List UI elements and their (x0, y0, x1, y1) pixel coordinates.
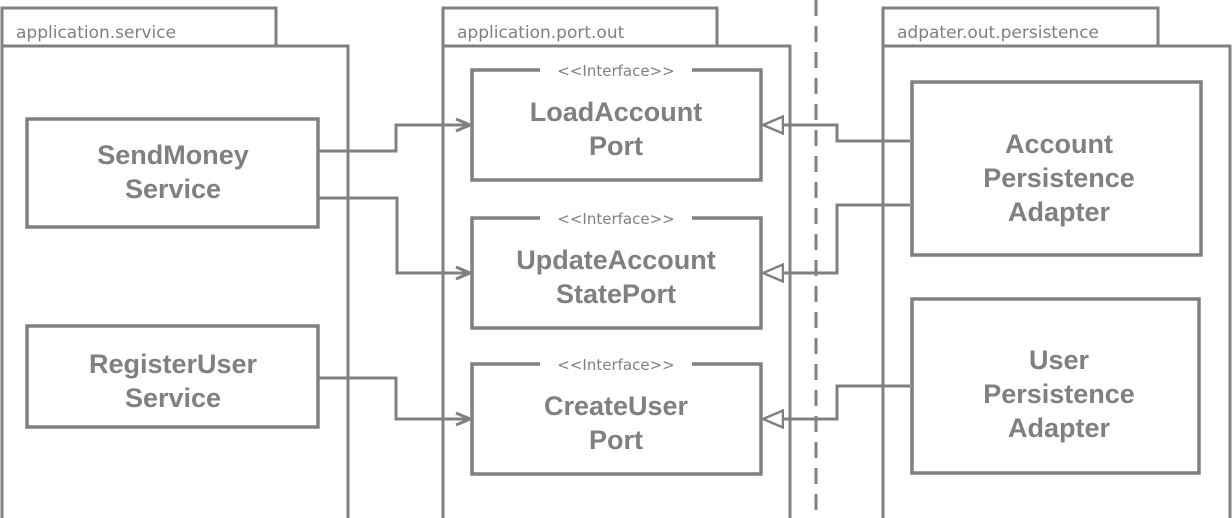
class-name-line2: Persistence (983, 163, 1135, 193)
dependency-arrow-registeruser-to-createuser (318, 376, 470, 419)
dependency-arrow-sendmoney-to-loadaccount (318, 125, 470, 153)
class-box (910, 80, 1203, 257)
realization-arrow-useradapter-to-createuser (763, 384, 910, 419)
interface-name-line1: LoadAccount (530, 97, 703, 127)
class-name-line1: User (1029, 345, 1090, 375)
interface-createuser-port: <<Interface>> CreateUser Port (470, 356, 763, 476)
class-account-persistence-adapter: Account Persistence Adapter (910, 80, 1203, 257)
interface-name-line1: UpdateAccount (516, 245, 716, 275)
class-box (910, 297, 1201, 475)
stereotype-gap (540, 62, 692, 78)
stereotype-gap (540, 210, 692, 226)
realization-arrow-accountadapter-to-loadaccount (763, 125, 910, 143)
stereotype-label: <<Interface>> (557, 210, 674, 228)
class-name-line2: Service (125, 174, 221, 204)
interface-name-line2: StatePort (556, 279, 676, 309)
class-name-line3: Adapter (1008, 413, 1111, 443)
realization-arrow-accountadapter-to-updateaccountstate (763, 203, 910, 273)
package-label-port-out: application.port.out (457, 23, 625, 43)
interface-loadaccount-port: <<Interface>> LoadAccount Port (470, 62, 763, 182)
package-tab (441, 6, 719, 48)
interface-name-line2: Port (589, 425, 643, 455)
stereotype-label: <<Interface>> (557, 62, 674, 80)
class-registeruser-service: RegisterUser Service (25, 324, 320, 429)
package-body (0, 44, 350, 518)
interface-box (470, 362, 763, 476)
interface-name-line1: CreateUser (544, 391, 689, 421)
class-name-line2: Service (125, 383, 221, 413)
class-name-line1: Account (1005, 129, 1113, 159)
class-name-line1: SendMoney (97, 140, 249, 170)
class-box (25, 324, 320, 429)
interface-name-line2: Port (589, 131, 643, 161)
class-box (25, 117, 320, 229)
stereotype-gap (540, 356, 692, 372)
package-application-service: application.service (0, 6, 350, 518)
class-name-line2: Persistence (983, 379, 1135, 409)
dependency-arrow-sendmoney-to-updateaccountstate (318, 196, 470, 273)
class-sendmoney-service: SendMoney Service (25, 117, 320, 229)
package-label-persistence: adpater.out.persistence (897, 23, 1099, 43)
package-tab (0, 6, 278, 48)
package-tab (881, 6, 1160, 48)
interface-box (470, 68, 763, 182)
interface-updateaccountstate-port: <<Interface>> UpdateAccount StatePort (470, 210, 763, 330)
class-name-line1: RegisterUser (89, 349, 258, 379)
stereotype-label: <<Interface>> (557, 356, 674, 374)
package-label-service: application.service (16, 23, 176, 43)
class-user-persistence-adapter: User Persistence Adapter (910, 297, 1201, 475)
class-name-line3: Adapter (1008, 197, 1111, 227)
